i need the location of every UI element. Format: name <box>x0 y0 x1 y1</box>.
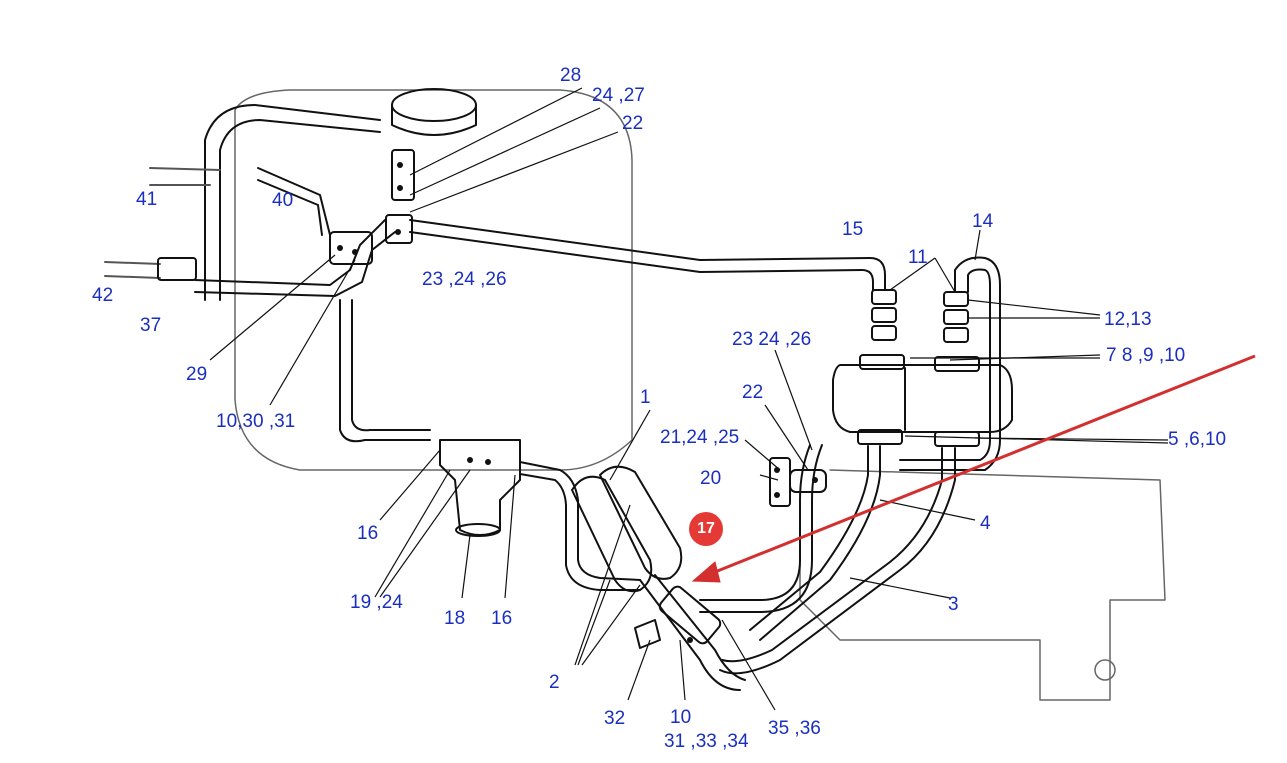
callout-14: 14 <box>972 211 994 232</box>
callout-12-13: 12,13 <box>1104 309 1152 330</box>
engine-block-outline <box>799 469 1166 701</box>
bracket-20 <box>769 457 791 507</box>
callout-2: 2 <box>549 672 560 693</box>
filter-18 <box>439 439 521 536</box>
pipe-40 <box>257 167 331 236</box>
callout-3: 3 <box>948 594 959 615</box>
callout-24-27: 24 ,27 <box>592 85 645 106</box>
callout-15: 15 <box>842 219 864 240</box>
callout-23-24-26-left: 23 ,24 ,26 <box>422 269 507 290</box>
callout-42: 42 <box>92 285 114 306</box>
callout-10-bottom: 10 <box>670 707 692 728</box>
callout-16-right: 16 <box>491 608 513 629</box>
callout-4: 4 <box>980 513 991 534</box>
callout-1: 1 <box>640 387 651 408</box>
callout-10-30-31: 10,30 ,31 <box>216 411 296 432</box>
callout-19-24: 19 ,24 <box>350 592 403 613</box>
callout-5-6-10: 5 ,6,10 <box>1168 429 1227 450</box>
pipe-left-loop <box>204 104 381 301</box>
callout-22-top: 22 <box>622 113 644 134</box>
pump-housing <box>832 364 1013 433</box>
tank-outline <box>234 89 633 471</box>
pipe-15 <box>409 219 886 291</box>
bracket-29 <box>329 231 373 265</box>
callout-21-24-25: 21,24 ,25 <box>660 427 740 448</box>
callout-41: 41 <box>136 189 158 210</box>
callout-37: 37 <box>140 315 162 336</box>
callout-28: 28 <box>560 65 582 86</box>
callout-29: 29 <box>186 364 208 385</box>
bracket-28 <box>391 149 415 201</box>
callout-11: 11 <box>908 247 928 268</box>
callout-35-36: 35 ,36 <box>768 718 821 739</box>
callout-20: 20 <box>700 468 722 489</box>
callout-16-left: 16 <box>357 523 379 544</box>
tank-cap <box>391 88 477 122</box>
callout-23-24-26-right: 23 24 ,26 <box>732 329 812 350</box>
callout-40: 40 <box>272 190 294 211</box>
callout-22-right: 22 <box>742 382 764 403</box>
callout-31-33-34: 31 ,33 ,34 <box>664 731 749 752</box>
callout-7-8-9-10: 7 8 ,9 ,10 <box>1106 345 1186 366</box>
callout-18: 18 <box>444 608 466 629</box>
hose-cylinder-1 <box>571 475 653 593</box>
highlight-badge-17: 17 <box>689 512 723 546</box>
callout-32: 32 <box>604 708 626 729</box>
